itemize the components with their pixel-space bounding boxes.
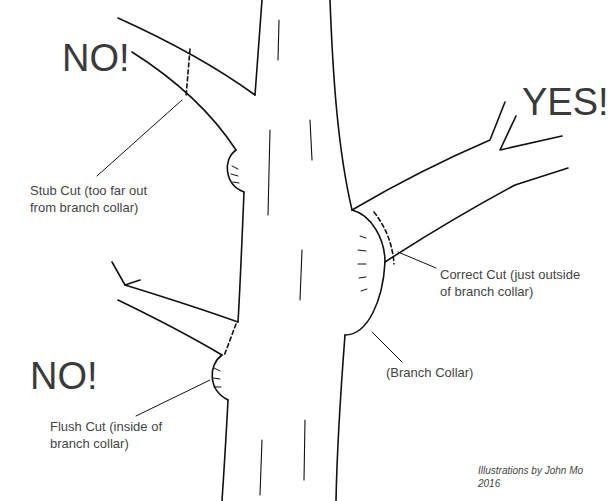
trunk-edge bbox=[255, 0, 262, 95]
branch-collar bbox=[345, 262, 385, 335]
cut-label: Correct Cut (just outside of branch coll… bbox=[440, 266, 585, 300]
stub-cut-line bbox=[186, 49, 190, 97]
collar-hatching bbox=[213, 368, 221, 387]
correct-cut-line bbox=[374, 212, 394, 264]
flush-cut-line bbox=[224, 324, 236, 356]
branch-edge bbox=[352, 102, 505, 210]
trunk-edge bbox=[330, 0, 352, 210]
collar-hatching bbox=[231, 166, 239, 183]
verdict-label: YES! bbox=[522, 80, 609, 124]
branch-edge bbox=[385, 168, 568, 262]
cut-label: Flush Cut (inside of branch collar) bbox=[50, 418, 180, 452]
leader-line bbox=[136, 380, 210, 416]
branch-collar bbox=[212, 355, 228, 400]
trunk-edge bbox=[222, 400, 228, 501]
part-label: (Branch Collar) bbox=[386, 364, 516, 381]
leader-line bbox=[398, 252, 436, 268]
branch-edge bbox=[125, 285, 238, 322]
verdict-label: NO! bbox=[62, 36, 130, 80]
cut-label: Stub Cut (too far out from branch collar… bbox=[30, 182, 160, 216]
trunk-edge bbox=[336, 335, 345, 501]
bark-line bbox=[260, 20, 312, 495]
branch-edge bbox=[118, 300, 222, 355]
branch-collar bbox=[227, 150, 244, 192]
leader-line bbox=[97, 100, 182, 176]
trunk-edge bbox=[238, 192, 244, 322]
branch-edge bbox=[132, 52, 236, 150]
credit-note: Illustrations by John Mo 2016 bbox=[478, 464, 606, 490]
collar-hatching bbox=[358, 236, 367, 291]
branch-collar bbox=[352, 210, 385, 262]
branch-fork bbox=[112, 262, 140, 285]
leader-line bbox=[372, 332, 402, 362]
verdict-label: NO! bbox=[30, 354, 98, 398]
